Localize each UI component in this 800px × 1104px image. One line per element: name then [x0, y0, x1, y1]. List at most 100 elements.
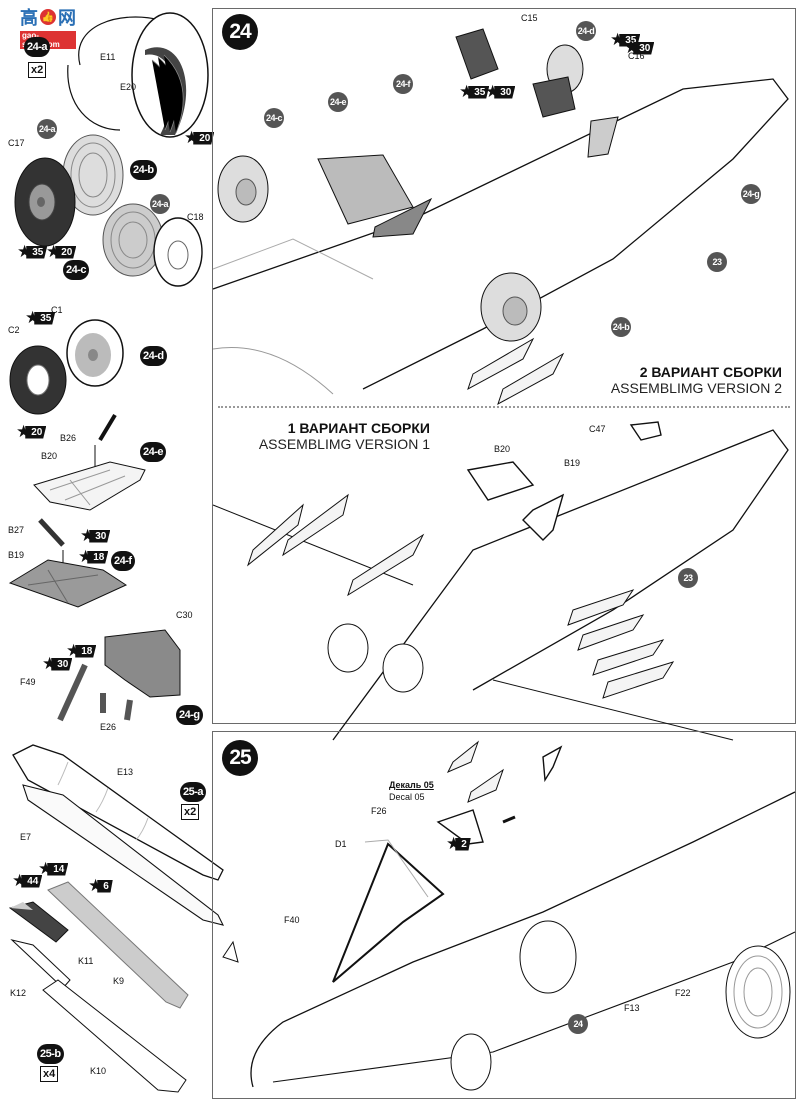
- quantity-25b: x4: [40, 1066, 59, 1082]
- decal-label-ru: Декаль 05: [389, 780, 434, 790]
- watermark-char-1: 高: [20, 8, 38, 28]
- star-icon: ★: [485, 82, 501, 101]
- substep-badge-24a: 24-a: [24, 37, 51, 57]
- thumbs-up-icon: 👍: [40, 9, 56, 25]
- part-label-B19: B19: [8, 550, 25, 560]
- star-icon: ★: [610, 30, 626, 49]
- paint-callout-35: ★35: [459, 82, 490, 101]
- step-number-25: 25: [222, 740, 258, 776]
- version-2-title-en: ASSEMBLIMG VERSION 2: [610, 380, 782, 396]
- step-25-panel: [212, 731, 796, 1099]
- decal-callout: Декаль 05 Decal 05: [389, 779, 434, 803]
- part-label-C2: C2: [8, 325, 20, 335]
- aircraft-nose-illustration: [222, 740, 796, 1091]
- part-label-C18: C18: [187, 212, 204, 222]
- ref-badge-24c: 24-c: [264, 108, 284, 128]
- part-label-K10: K10: [90, 1066, 107, 1076]
- part-label-C30: C30: [176, 610, 193, 620]
- paint-callout-30: ★30: [80, 526, 111, 545]
- ref-badge-24: 24: [568, 1014, 588, 1034]
- tire-halves-illustration: [67, 12, 209, 138]
- ref-badge-24g: 24-g: [741, 184, 761, 204]
- bay-door-b20-illustration: [33, 413, 146, 511]
- star-icon: ★: [459, 82, 475, 101]
- version-1-title-en: ASSEMBLIMG VERSION 1: [258, 436, 430, 452]
- paint-callout-18: ★18: [78, 547, 109, 566]
- quantity-24a: x2: [28, 62, 47, 78]
- ref-badge-23-v1: 23: [678, 568, 698, 588]
- version-2-title-ru: 2 ВАРИАНТ СБОРКИ: [639, 364, 782, 380]
- ref-badge-23: 23: [707, 252, 727, 272]
- paint-callout-30: ★30: [42, 654, 73, 673]
- star-icon: ★: [38, 859, 54, 878]
- part-label-C15: C15: [521, 13, 538, 23]
- star-icon: ★: [80, 526, 96, 545]
- star-icon: ★: [66, 641, 82, 660]
- main-wheel-illustration: [14, 134, 203, 287]
- part-label-E7: E7: [20, 832, 32, 842]
- part-label-C47: C47: [589, 424, 606, 434]
- substep-badge-24f: 24-f: [111, 551, 135, 571]
- star-icon: ★: [46, 242, 62, 261]
- part-label-K9: K9: [113, 976, 125, 986]
- part-label-B20-v1: B20: [494, 444, 511, 454]
- star-icon: ★: [42, 654, 58, 673]
- intake-cover-c30-illustration: [57, 629, 181, 722]
- part-label-E11: E11: [100, 52, 116, 62]
- star-icon: ★: [25, 308, 41, 327]
- substep-badge-24e: 24-e: [140, 442, 167, 462]
- version-2-heading: 2 ВАРИАНТ СБОРКИ ASSEMBLIMG VERSION 2: [560, 364, 782, 396]
- star-icon: ★: [16, 422, 32, 441]
- substep-badge-24d: 24-d: [140, 346, 167, 366]
- nose-wheel-illustration: [9, 319, 124, 415]
- part-label-F40: F40: [284, 915, 300, 925]
- part-label-F13: F13: [624, 1003, 640, 1013]
- part-label-E26: E26: [100, 722, 117, 732]
- part-label-K11: K11: [78, 956, 94, 966]
- rocket-pod-illustration: [8, 881, 189, 1093]
- ref-badge-24a: 24-a: [37, 119, 57, 139]
- star-icon: ★: [12, 871, 28, 890]
- paint-callout-20: ★20: [46, 242, 77, 261]
- part-label-F22: F22: [675, 988, 691, 998]
- version-1-heading: 1 ВАРИАНТ СБОРКИ ASSEMBLIMG VERSION 1: [240, 420, 430, 452]
- paint-callout-18: ★18: [66, 641, 97, 660]
- ref-badge-24e: 24-e: [328, 92, 348, 112]
- version-1-title-ru: 1 ВАРИАНТ СБОРКИ: [287, 420, 430, 436]
- paint-callout-35: ★35: [17, 242, 48, 261]
- substep-badge-24c: 24-c: [63, 260, 90, 280]
- watermark-char-2: 网: [58, 8, 76, 28]
- paint-callout-20: ★20: [184, 128, 215, 147]
- star-icon: ★: [184, 128, 200, 147]
- star-icon: ★: [88, 876, 104, 895]
- part-label-C17: C17: [8, 138, 25, 148]
- star-icon: ★: [624, 38, 640, 57]
- part-label-C1: C1: [51, 305, 63, 315]
- ref-badge-24a-2: 24-a: [150, 194, 170, 214]
- step-24-panel: [212, 8, 796, 724]
- star-icon: ★: [446, 834, 462, 853]
- substep-badge-24g: 24-g: [176, 705, 203, 725]
- decal-label-en: Decal 05: [389, 792, 425, 802]
- paint-callout-2: ★2: [446, 834, 471, 853]
- ref-badge-24f: 24-f: [393, 74, 413, 94]
- paint-callout-35: ★35: [25, 308, 56, 327]
- bay-door-b19-illustration: [8, 518, 128, 608]
- part-label-B20: B20: [41, 451, 58, 461]
- aircraft-version2-illustration: [212, 28, 789, 406]
- star-icon: ★: [78, 547, 94, 566]
- substep-badge-25a: 25-a: [180, 782, 207, 802]
- ref-badge-24b: 24-b: [611, 317, 631, 337]
- version-divider: [218, 406, 790, 408]
- part-label-E13: E13: [117, 767, 134, 777]
- step-number-24: 24: [222, 14, 258, 50]
- star-icon: ★: [17, 242, 33, 261]
- substep-badge-24b: 24-b: [130, 160, 157, 180]
- part-label-B27: B27: [8, 525, 25, 535]
- quantity-25a: x2: [181, 804, 200, 820]
- ref-badge-24d: 24-d: [576, 21, 596, 41]
- part-label-F49: F49: [20, 677, 36, 687]
- paint-callout-30: ★30: [624, 38, 655, 57]
- part-label-F26: F26: [371, 806, 387, 816]
- part-label-B19-v1: B19: [564, 458, 581, 468]
